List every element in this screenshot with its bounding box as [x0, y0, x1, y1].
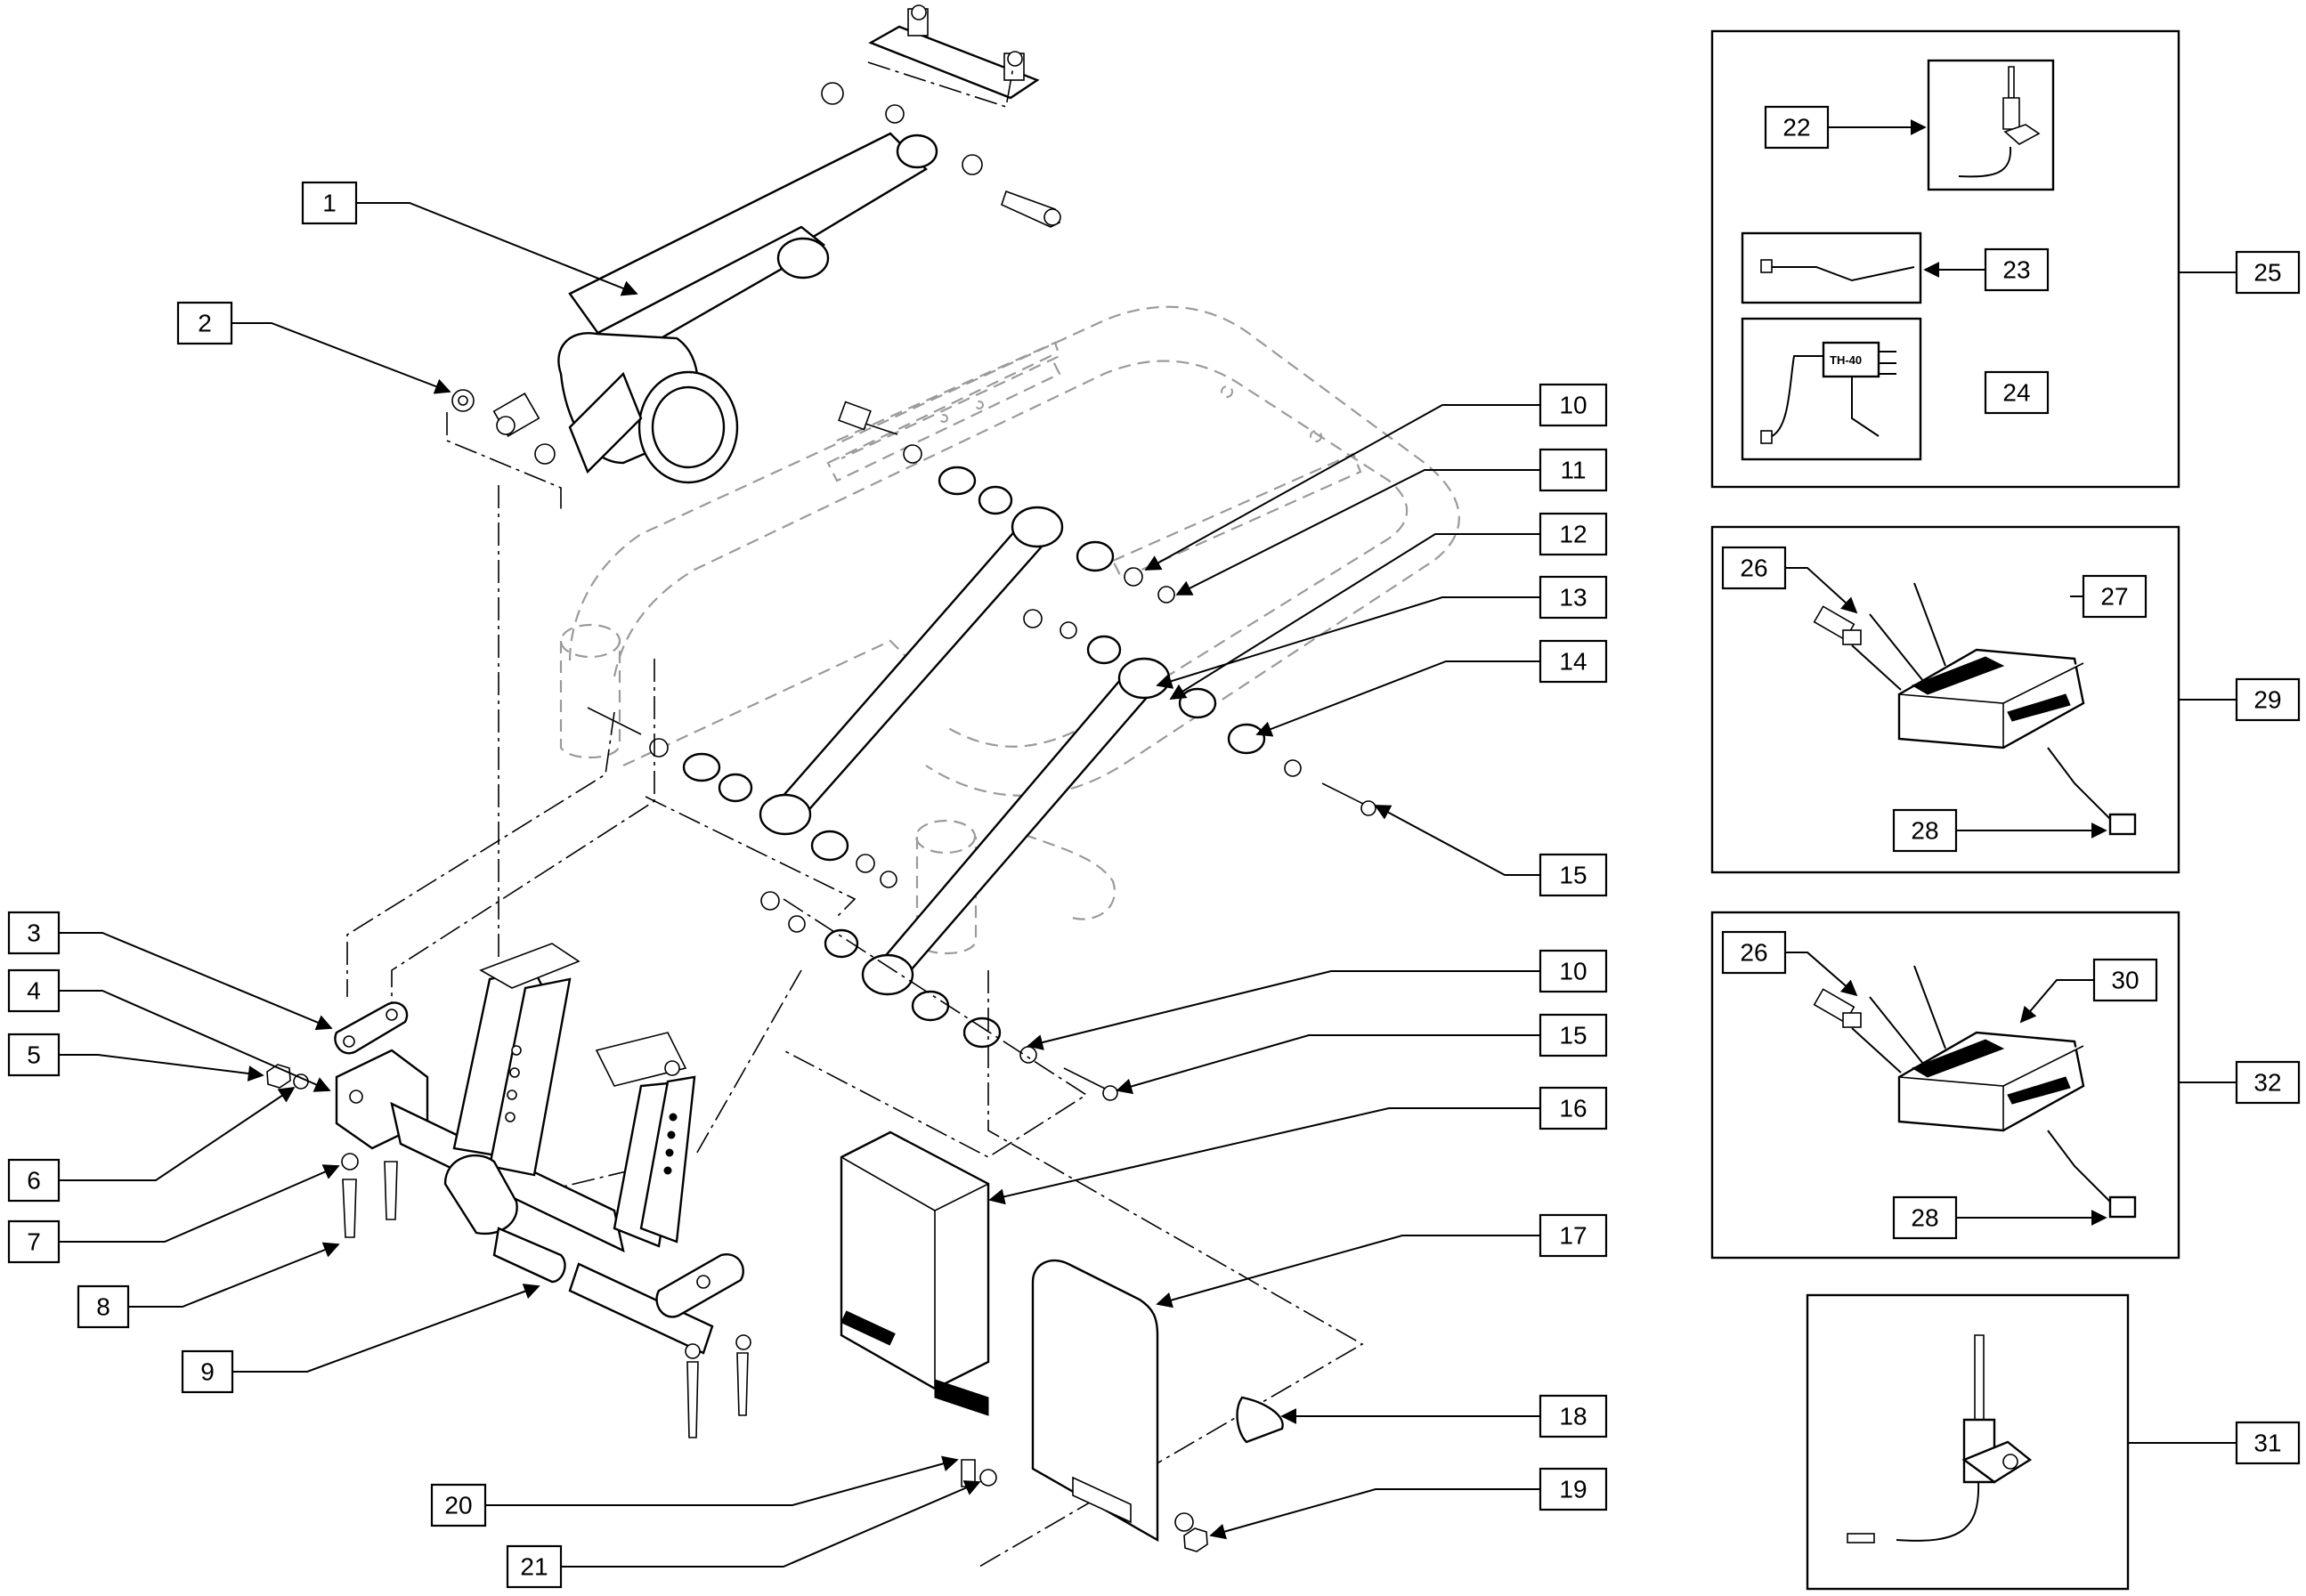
svg-text:30: 30	[2111, 967, 2139, 994]
callout-13: 13	[1539, 575, 1608, 620]
top-clamp-bracket	[821, 4, 1061, 228]
callout-25: 25	[2235, 250, 2301, 295]
svg-text:3: 3	[27, 920, 41, 947]
svg-text:12: 12	[1559, 521, 1587, 548]
inset-box-31	[1806, 1293, 2130, 1591]
svg-text:TH-40: TH-40	[1830, 353, 1862, 367]
control-cover	[840, 1130, 990, 1416]
callout-15a: 15	[1539, 853, 1608, 897]
svg-text:28: 28	[1911, 1204, 1938, 1232]
callout-5: 5	[7, 1033, 61, 1077]
svg-text:28: 28	[1911, 817, 1938, 845]
svg-text:15: 15	[1559, 1022, 1587, 1049]
callout-9: 9	[181, 1349, 234, 1394]
bushings-and-washers	[587, 401, 1376, 1101]
callout-21: 21	[506, 1544, 563, 1589]
upper-link-arm	[759, 506, 1064, 836]
callout-31: 31	[2235, 1421, 2301, 1465]
callout-1: 1	[301, 181, 358, 225]
svg-text:19: 19	[1559, 1476, 1587, 1503]
svg-text:18: 18	[1559, 1403, 1587, 1430]
callout-15b: 15	[1539, 1013, 1608, 1057]
svg-text:9: 9	[200, 1358, 215, 1386]
callout-18: 18	[1539, 1394, 1608, 1438]
inset-box-29: 26 27 28	[1710, 525, 2180, 874]
svg-text:15: 15	[1559, 862, 1587, 889]
actuator-hardware	[446, 389, 562, 961]
svg-text:21: 21	[520, 1553, 548, 1581]
svg-text:6: 6	[27, 1167, 41, 1195]
svg-text:10: 10	[1559, 958, 1587, 985]
callout-6: 6	[7, 1158, 61, 1203]
callout-32: 32	[2235, 1060, 2301, 1105]
callout-17: 17	[1539, 1213, 1608, 1258]
svg-text:8: 8	[96, 1293, 110, 1321]
footrest-bracket-assembly	[266, 943, 751, 1438]
svg-text:16: 16	[1559, 1095, 1587, 1122]
callout-7: 7	[7, 1219, 61, 1264]
callout-29: 29	[2235, 677, 2301, 722]
leader-lines	[59, 202, 1540, 1568]
assembly-chain-lines	[346, 659, 1364, 1568]
callout-3: 3	[7, 911, 61, 955]
callout-2: 2	[176, 301, 233, 345]
svg-text:29: 29	[2253, 686, 2281, 714]
svg-text:24: 24	[2002, 379, 2030, 407]
svg-text:13: 13	[1559, 584, 1587, 612]
callout-10a: 10	[1539, 383, 1608, 427]
svg-text:2: 2	[198, 310, 212, 337]
linear-actuator	[492, 132, 938, 484]
svg-text:26: 26	[1740, 555, 1767, 582]
callout-14: 14	[1539, 639, 1608, 684]
svg-text:25: 25	[2253, 259, 2281, 287]
svg-text:4: 4	[27, 977, 41, 1005]
callout-16: 16	[1539, 1086, 1608, 1130]
callout-11: 11	[1539, 448, 1608, 492]
inset-box-25: TH-40 22 23 24	[1710, 29, 2180, 489]
svg-text:23: 23	[2002, 256, 2030, 284]
svg-text:26: 26	[1740, 939, 1767, 967]
svg-text:11: 11	[1560, 457, 1586, 484]
svg-text:7: 7	[27, 1228, 41, 1256]
svg-text:20: 20	[444, 1492, 472, 1519]
callout-labels: 1 2 3 4 5 6 7 8 9 10 11 12 13 14 15 10 1…	[7, 181, 1608, 1589]
side-guard-panel	[961, 1259, 1284, 1552]
svg-text:10: 10	[1559, 392, 1587, 419]
callout-12: 12	[1539, 512, 1608, 556]
callout-10b: 10	[1539, 949, 1608, 993]
callout-20: 20	[430, 1483, 487, 1527]
svg-text:1: 1	[322, 190, 337, 217]
callout-4: 4	[7, 968, 61, 1013]
svg-text:17: 17	[1559, 1222, 1587, 1250]
callout-19: 19	[1539, 1467, 1608, 1511]
svg-text:5: 5	[27, 1041, 41, 1069]
callout-8: 8	[77, 1284, 130, 1329]
svg-text:32: 32	[2253, 1069, 2281, 1097]
seat-frame-ghost	[559, 305, 1460, 955]
svg-text:31: 31	[2253, 1430, 2281, 1457]
svg-text:14: 14	[1559, 648, 1587, 676]
svg-text:22: 22	[1782, 114, 1810, 142]
lower-link-arm	[861, 657, 1171, 996]
svg-text:27: 27	[2100, 583, 2128, 611]
inset-box-32: 26 30 28	[1710, 911, 2180, 1260]
